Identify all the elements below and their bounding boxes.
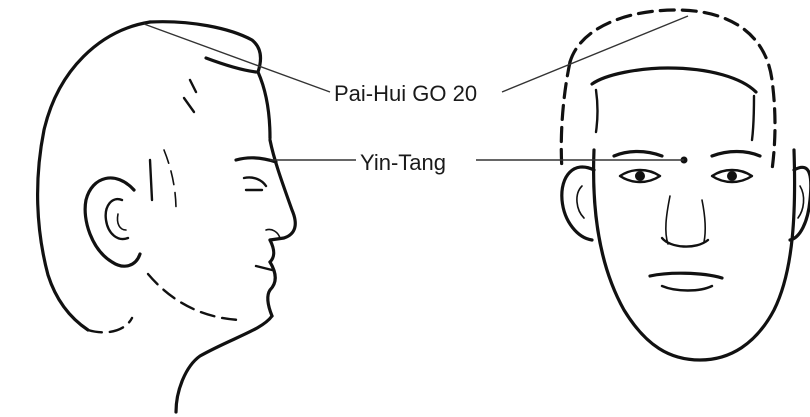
pai-hui-leader-profile bbox=[143, 23, 331, 93]
yin-tang-label: Yin-Tang bbox=[360, 150, 446, 175]
leader-lines bbox=[143, 15, 689, 161]
pai-hui-label: Pai-Hui GO 20 bbox=[334, 81, 477, 106]
front-head-drawing bbox=[559, 8, 810, 362]
pai-hui-leader-front bbox=[501, 15, 689, 93]
profile-head-drawing bbox=[36, 20, 297, 414]
